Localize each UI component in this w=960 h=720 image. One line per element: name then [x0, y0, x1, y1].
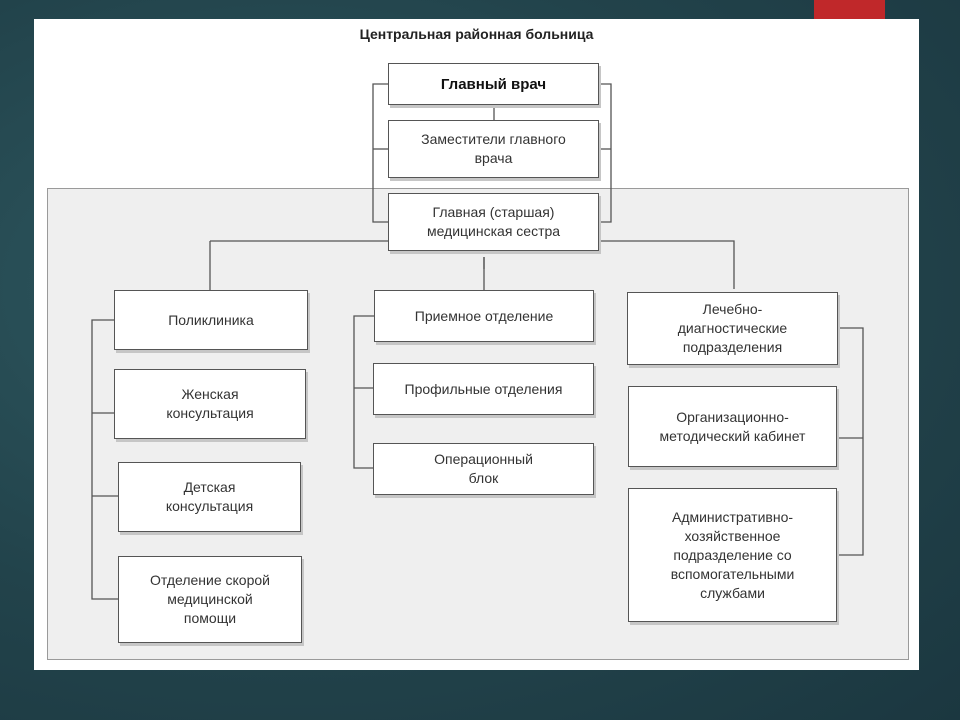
middle-node-admission: Приемное отделение	[374, 290, 594, 342]
connector-lines	[91, 83, 864, 600]
right-node-methodology-office: Организационно- методический кабинет	[628, 386, 837, 467]
right-node-administrative-unit: Административно- хозяйственное подраздел…	[628, 488, 837, 622]
middle-node-operating-unit: Операционный блок	[373, 443, 594, 495]
right-node-diagnostic-units: Лечебно- диагностические подразделения	[627, 292, 838, 365]
middle-node-specialty-wards: Профильные отделения	[373, 363, 594, 415]
org-chart-slide: Центральная районная больница Главный вр…	[34, 19, 919, 670]
chart-title: Центральная районная больница	[359, 26, 594, 42]
left-node-emergency-department: Отделение скорой медицинской помощи	[118, 556, 302, 643]
left-node-womens-consultation: Женская консультация	[114, 369, 306, 439]
head-nurse-box: Главная (старшая) медицинская сестра	[388, 193, 599, 251]
left-node-polyclinic: Поликлиника	[114, 290, 308, 350]
left-node-childrens-consultation: Детская консультация	[118, 462, 301, 532]
red-accent-bar	[814, 0, 885, 19]
deputies-box: Заместители главного врача	[388, 120, 599, 178]
chief-doctor-box: Главный врач	[388, 63, 599, 105]
